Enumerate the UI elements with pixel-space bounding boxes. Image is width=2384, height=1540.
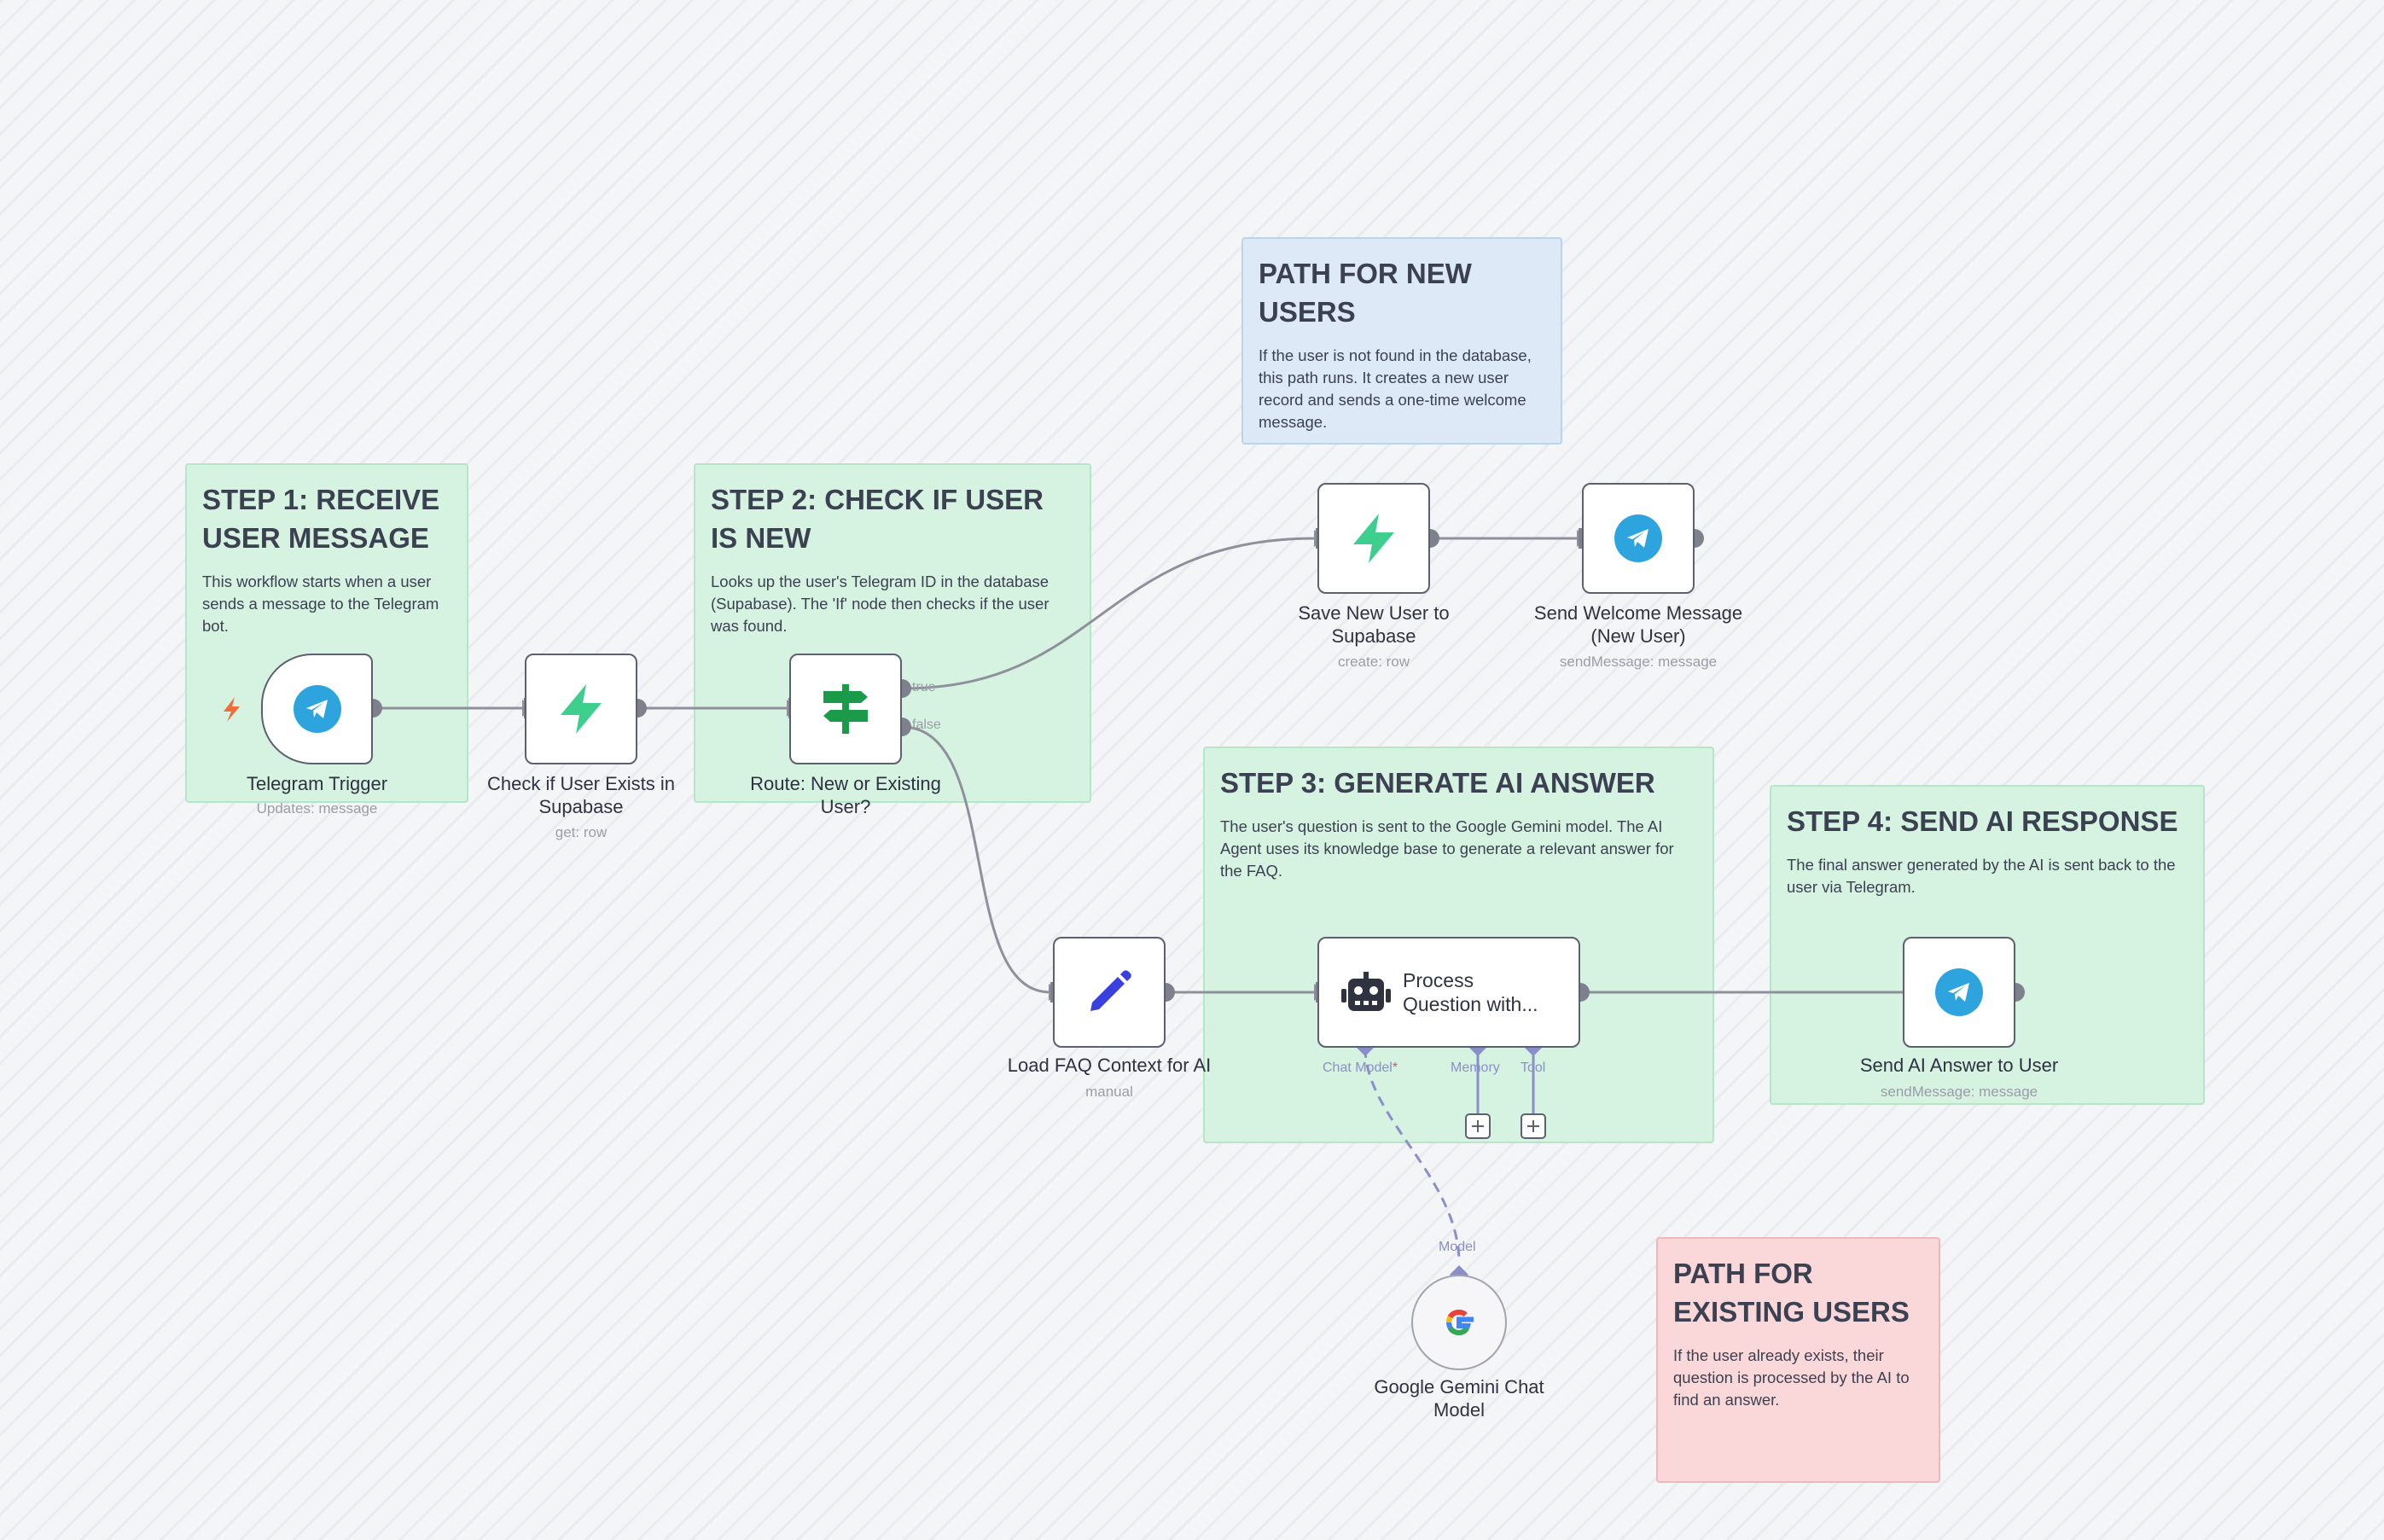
sticky-step-2-title: STEP 2: CHECK IF USER IS NEW — [711, 484, 1044, 554]
node-gemini-model[interactable] — [1411, 1275, 1507, 1370]
google-icon — [1445, 1309, 1474, 1336]
node-save-user[interactable] — [1317, 483, 1430, 594]
sticky-step-3-title: STEP 3: GENERATE AI ANSWER — [1220, 767, 1655, 799]
pencil-icon — [1090, 970, 1131, 1011]
node-check-user-subtitle: get: row — [555, 824, 608, 840]
add-tool-button[interactable] — [1521, 1113, 1546, 1139]
node-telegram-trigger-name: Telegram Trigger — [246, 773, 388, 794]
sticky-new-users-title: PATH FOR NEW USERS — [1259, 258, 1472, 328]
supabase-icon — [1353, 514, 1394, 563]
sticky-existing-users[interactable]: PATH FOR EXISTING USERS If the user alre… — [1656, 1237, 1940, 1483]
trigger-bolt-icon — [224, 697, 240, 722]
node-route-name: Route: New or Existing User? — [750, 773, 941, 817]
input-handle[interactable] — [1579, 528, 1584, 549]
sticky-step-1-text: This workflow starts when a user sends a… — [202, 572, 439, 635]
sticky-step-3-text: The user's question is sent to the Googl… — [1220, 817, 1674, 880]
route-true-label: true — [912, 680, 936, 694]
sticky-step-1[interactable]: STEP 1: RECEIVE USER MESSAGE This workfl… — [185, 463, 468, 803]
node-check-user-name: Check if User Exists in Supabase — [486, 773, 676, 817]
add-memory-button[interactable] — [1465, 1113, 1491, 1139]
node-save-user-name: Save New User to Supabase — [1298, 602, 1450, 647]
sticky-step-2-text: Looks up the user's Telegram ID in the d… — [711, 572, 1050, 635]
telegram-icon — [1614, 514, 1662, 562]
sticky-new-users-text: If the user is not found in the database… — [1259, 346, 1532, 431]
node-send-answer-subtitle: sendMessage: message — [1880, 1084, 2038, 1100]
sticky-step-4-title: STEP 4: SEND AI RESPONSE — [1787, 805, 2178, 837]
memory-port-label: Memory — [1451, 1061, 1500, 1075]
tool-port-label: Tool — [1521, 1061, 1546, 1075]
node-check-user[interactable] — [525, 654, 637, 764]
node-send-answer[interactable] — [1903, 937, 2015, 1048]
node-send-welcome[interactable] — [1582, 483, 1695, 594]
chat-model-text: Chat Model — [1323, 1061, 1393, 1075]
connection-route-true-to-save[interactable] — [901, 537, 1317, 690]
connection-gemini-to-chat-model[interactable] — [1364, 1047, 1461, 1264]
sticky-step-2[interactable]: STEP 2: CHECK IF USER IS NEW Looks up th… — [694, 463, 1091, 803]
node-load-faq-subtitle: manual — [1085, 1084, 1133, 1100]
node-gemini-name: Google Gemini Chat Model — [1374, 1376, 1544, 1421]
sticky-new-users[interactable]: PATH FOR NEW USERS If the user is not fo… — [1241, 237, 1562, 445]
required-mark: * — [1392, 1061, 1398, 1075]
chat-model-port-label: Chat Model* — [1323, 1061, 1398, 1076]
route-false-label: false — [912, 718, 941, 732]
sticky-step-1-title: STEP 1: RECEIVE USER MESSAGE — [202, 484, 440, 554]
supabase-icon — [561, 684, 602, 734]
node-send-welcome-name: Send Welcome Message (New User) — [1533, 602, 1743, 647]
sticky-step-4-text: The final answer generated by the AI is … — [1787, 856, 2176, 896]
sticky-existing-users-text: If the user already exists, their questi… — [1673, 1346, 1910, 1409]
model-port-label: Model — [1439, 1240, 1476, 1254]
sticky-step-4[interactable]: STEP 4: SEND AI RESPONSE The final answe… — [1770, 785, 2205, 1105]
robot-icon — [1341, 972, 1391, 1011]
node-telegram-trigger-subtitle: Updates: message — [256, 800, 378, 816]
node-send-welcome-subtitle: sendMessage: message — [1559, 654, 1718, 670]
node-ai-agent[interactable]: Process Question with... — [1317, 937, 1580, 1048]
node-load-faq[interactable] — [1053, 937, 1166, 1048]
node-send-answer-name: Send AI Answer to User — [1859, 1055, 2059, 1076]
telegram-icon — [293, 685, 341, 733]
node-ai-agent-name: Process Question with... — [1403, 969, 1538, 1015]
sticky-existing-users-title: PATH FOR EXISTING USERS — [1673, 1258, 1910, 1328]
node-telegram-trigger[interactable] — [261, 654, 373, 764]
telegram-icon — [1935, 968, 1983, 1016]
node-load-faq-name: Load FAQ Context for AI — [1007, 1055, 1212, 1076]
node-save-user-subtitle: create: row — [1337, 654, 1410, 670]
signpost-icon — [823, 684, 868, 734]
node-route[interactable] — [789, 654, 902, 764]
connection-route-false-to-load[interactable] — [901, 725, 1051, 994]
